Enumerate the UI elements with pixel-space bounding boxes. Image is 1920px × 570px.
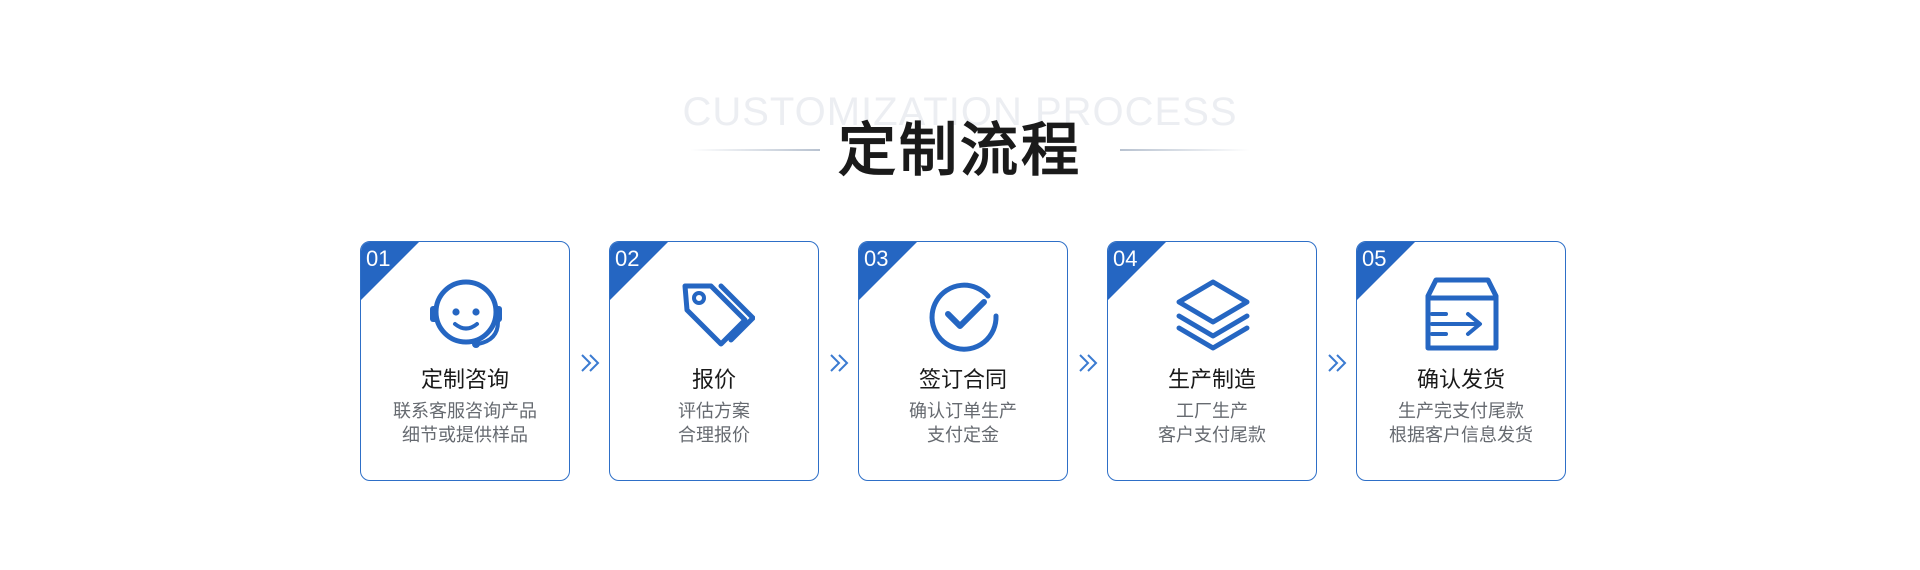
step-number: 05	[1362, 246, 1387, 271]
price-tag-icon	[675, 274, 756, 354]
step-number: 01	[366, 246, 391, 271]
customer-service-icon	[426, 274, 506, 354]
step-badge	[1108, 242, 1167, 301]
step-title: 报价	[691, 368, 736, 393]
page-subtitle-en: CUSTOMIZATION PROCESS	[682, 90, 1238, 134]
step-card-2: 02 报价 评估方案 合理报价	[609, 241, 819, 481]
layers-icon	[1173, 274, 1253, 354]
double-chevron-right-icon	[1328, 354, 1347, 372]
step-card-3: 03 签订合同 确认订单生产 支付定金	[858, 241, 1068, 481]
step-title: 确认发货	[1416, 368, 1505, 393]
double-chevron-right-icon	[830, 354, 849, 372]
step-description: 工厂生产 客户支付尾款	[1158, 401, 1266, 446]
step-card-5: 05 确认发货 生产完支付尾款 根据客户信息发货	[1356, 241, 1566, 481]
step-number: 02	[615, 246, 640, 271]
step-title: 生产制造	[1167, 368, 1256, 393]
title-divider-right	[1120, 149, 1250, 151]
step-number: 04	[1113, 246, 1138, 271]
page-title: 定制流程	[837, 116, 1082, 184]
step-card-4: 04 生产制造 工厂生产 客户支付尾款	[1107, 241, 1317, 481]
step-badge	[1357, 242, 1416, 301]
step-badge	[859, 242, 918, 301]
step-badge	[361, 242, 420, 301]
step-number: 03	[864, 246, 889, 271]
step-description: 联系客服咨询产品 细节或提供样品	[393, 401, 537, 446]
step-title: 定制咨询	[420, 368, 509, 393]
double-chevron-right-icon	[581, 354, 600, 372]
step-title: 签订合同	[918, 368, 1007, 393]
step-badge	[610, 242, 669, 301]
step-description: 生产完支付尾款 根据客户信息发货	[1389, 401, 1533, 446]
double-chevron-right-icon	[1079, 354, 1098, 372]
step-description: 确认订单生产 支付定金	[909, 401, 1017, 446]
step-description: 评估方案 合理报价	[678, 401, 750, 446]
delivery-box-icon	[1422, 274, 1502, 354]
header: CUSTOMIZATION PROCESS 定制流程	[0, 0, 1920, 200]
step-card-1: 01 定制咨询 联系客服咨询产品 细节或提供样品	[360, 241, 570, 481]
check-circle-icon	[924, 274, 1004, 354]
title-divider-left	[690, 149, 820, 151]
